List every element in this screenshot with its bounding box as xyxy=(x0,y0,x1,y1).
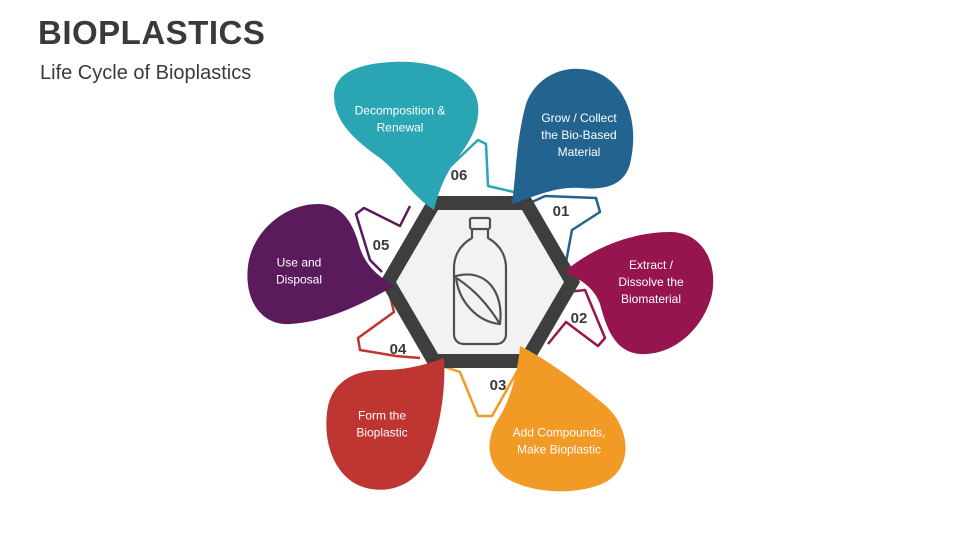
connector-tab-01 xyxy=(514,194,602,263)
step-03-label: Add Compounds, Make Bioplastic xyxy=(513,426,606,457)
petals xyxy=(247,61,714,492)
step-06-label: Decomposition & Renewal xyxy=(355,104,446,135)
step-05-label-line: Use and xyxy=(277,256,322,270)
step-06-label-line: Decomposition & xyxy=(355,104,446,118)
step-06-number: 06 xyxy=(451,167,468,184)
step-02-label-line: Extract / xyxy=(629,258,674,272)
step-02-label-line: Dissolve the xyxy=(618,275,684,289)
connector-tab-02 xyxy=(547,288,607,348)
step-02-label-line: Biomaterial xyxy=(621,292,681,306)
step-03-number: 03 xyxy=(490,377,507,394)
step-01-number: 01 xyxy=(553,203,570,220)
center-hexagon xyxy=(396,210,564,354)
step-02-number: 02 xyxy=(571,310,588,327)
step-04-label-line: Bioplastic xyxy=(356,426,407,440)
step-06-petal xyxy=(334,61,479,210)
step-05-label-line: Disposal xyxy=(276,273,322,287)
step-05-number: 05 xyxy=(373,237,390,254)
step-01-label-line: Material xyxy=(558,145,601,159)
page-title: BIOPLASTICS xyxy=(38,14,266,51)
bottle-leaf-icon xyxy=(452,216,508,346)
step-03-petal xyxy=(489,346,626,492)
step-02-petal xyxy=(564,232,714,355)
step-04-label-line: Form the xyxy=(358,409,406,423)
page-subtitle: Life Cycle of Bioplastics xyxy=(40,62,252,84)
step-06-label-line: Renewal xyxy=(377,121,424,135)
step-03-label-line: Make Bioplastic xyxy=(517,443,601,457)
step-01-label-line: Grow / Collect xyxy=(541,111,617,125)
step-05-petal xyxy=(247,204,394,325)
step-03-label-line: Add Compounds, xyxy=(513,426,606,440)
connector-tab-05 xyxy=(354,205,412,273)
connector-tab-04 xyxy=(356,295,421,360)
step-04-petal xyxy=(326,358,445,490)
step-01-petal xyxy=(512,68,634,204)
step-04-number: 04 xyxy=(390,341,407,358)
step-numbers: 01 02 03 04 05 06 xyxy=(373,167,588,394)
step-01-label-line: the Bio-Based xyxy=(541,128,616,142)
